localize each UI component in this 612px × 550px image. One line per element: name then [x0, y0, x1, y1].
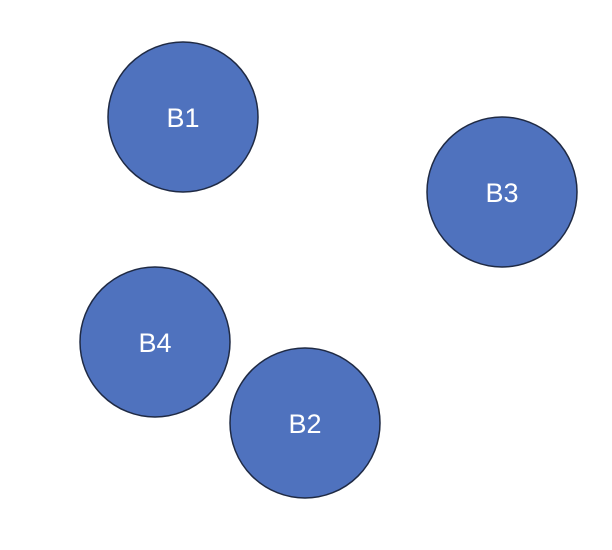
node-b2: B2: [229, 347, 381, 499]
node-b4-circle: [79, 266, 231, 418]
node-b3-label: B3: [485, 178, 518, 208]
node-b1-label: B1: [166, 103, 199, 133]
node-b4: B4: [79, 266, 231, 418]
node-b2-label: B2: [288, 409, 321, 439]
node-b1: B1: [107, 41, 259, 193]
node-b4-label: B4: [138, 328, 171, 358]
node-b2-circle: [229, 347, 381, 499]
node-b1-circle: [107, 41, 259, 193]
node-b3: B3: [426, 116, 578, 268]
node-b3-circle: [426, 116, 578, 268]
